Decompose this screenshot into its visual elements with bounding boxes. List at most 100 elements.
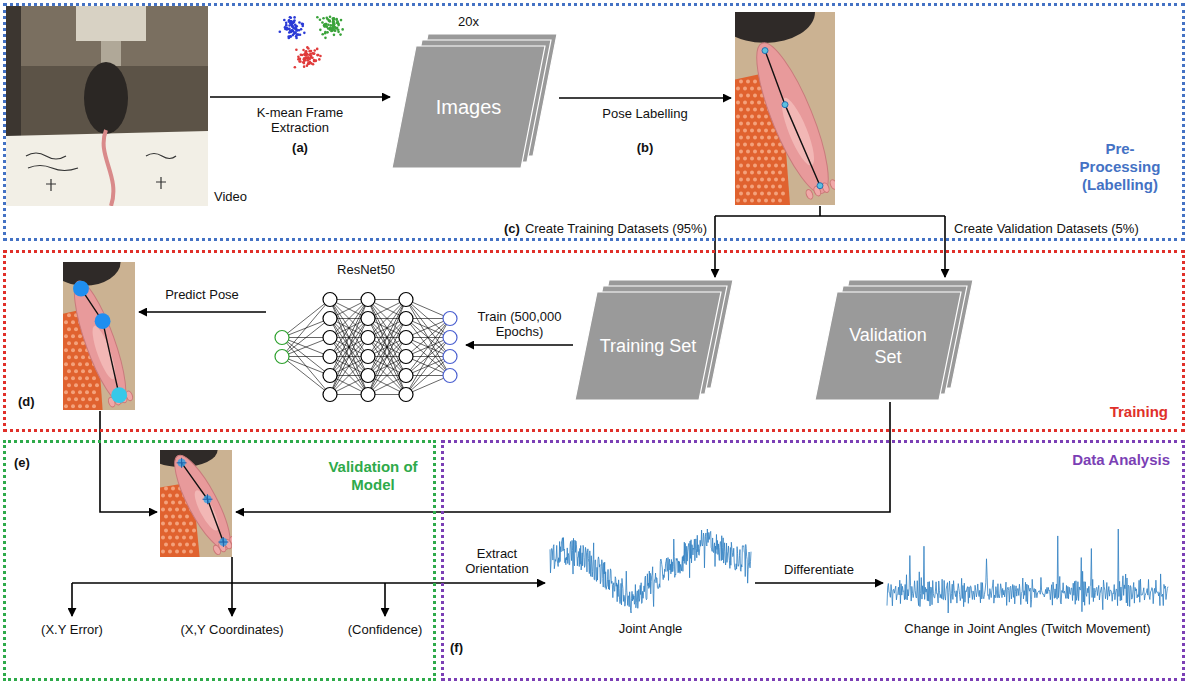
- signal-plot: [548, 525, 753, 617]
- floor-hole: [736, 128, 740, 132]
- scatter-point: [303, 53, 306, 56]
- region-heading: Training: [1110, 403, 1168, 420]
- floor-hole: [168, 522, 172, 526]
- flow-arrow: [231, 583, 233, 616]
- scatter-point: [329, 24, 332, 27]
- floor-hole: [164, 487, 168, 491]
- scatter-point: [296, 29, 299, 32]
- floor-hole: [736, 198, 740, 202]
- network-link: [368, 338, 406, 395]
- floor-hole: [161, 550, 165, 554]
- floor-hole: [753, 163, 757, 167]
- neuron: [399, 388, 413, 402]
- floor-hole: [64, 404, 68, 408]
- edge-label: K-mean Frame Extraction: [257, 105, 344, 135]
- network-link: [330, 338, 368, 395]
- floor-hole: [175, 550, 179, 554]
- neuron: [323, 388, 337, 402]
- floor-hole: [753, 121, 757, 125]
- stack-sheet: [392, 46, 545, 168]
- floor-hole: [771, 142, 775, 146]
- node-text: Change in Joint Angles (Twitch Movement): [904, 621, 1150, 636]
- floor-hole: [185, 543, 189, 547]
- floor-hole: [164, 515, 168, 519]
- scatter-point: [316, 54, 319, 57]
- floor-hole: [739, 177, 743, 181]
- floor-hole: [774, 135, 778, 139]
- floor-hole: [175, 536, 179, 540]
- floor-hole: [171, 529, 175, 533]
- floor-hole: [739, 93, 743, 97]
- scatter-point: [333, 23, 336, 26]
- floor-hole: [178, 529, 182, 533]
- floor-hole: [743, 100, 747, 104]
- floor-hole: [74, 355, 78, 359]
- floor-hole: [71, 376, 75, 380]
- network-link: [406, 319, 450, 376]
- paw-pad: [776, 94, 820, 168]
- neuron: [399, 331, 413, 345]
- floor-hole: [85, 390, 89, 394]
- scatter-point: [327, 23, 330, 26]
- scatter-point: [299, 33, 302, 36]
- edge-label-holder: Differentiate: [784, 562, 854, 577]
- keypoint: [111, 387, 127, 403]
- annotation-label: (X,Y Coordinates): [180, 622, 283, 637]
- flow-arrow: [466, 344, 573, 346]
- scatter-point: [288, 27, 291, 30]
- floor-hole: [750, 142, 754, 146]
- label-holder: Create Validation Datasets (5%): [954, 221, 1139, 236]
- dataset-stack: Validation Set: [815, 280, 973, 402]
- floor-hole: [164, 501, 168, 505]
- floor-hole: [764, 156, 768, 160]
- scatter-point: [291, 25, 294, 28]
- scatter-point: [304, 54, 307, 57]
- floor-hole: [88, 383, 92, 387]
- neuron: [443, 312, 457, 326]
- scatter-point: [312, 63, 315, 66]
- scatter-point: [292, 20, 295, 23]
- floor-hole: [85, 404, 89, 408]
- floor-hole: [74, 341, 78, 345]
- floor-hole: [88, 397, 92, 401]
- neuron: [361, 331, 375, 345]
- scatter-point: [324, 37, 327, 40]
- annotation-label: Pose Labelling: [602, 106, 687, 121]
- label-holder: (a): [292, 140, 308, 155]
- floor-hole: [161, 508, 165, 512]
- floor-hole: [189, 550, 193, 554]
- scatter-point: [305, 50, 308, 53]
- edge-label-holder: K-mean Frame Extraction: [250, 105, 350, 135]
- floor-hole: [753, 93, 757, 97]
- floor-hole: [171, 487, 175, 491]
- scatter-point: [299, 60, 302, 63]
- floor-hole: [757, 142, 761, 146]
- scatter-point: [308, 58, 311, 61]
- toe: [805, 189, 814, 201]
- floor-hole: [750, 170, 754, 174]
- node-text: Images: [436, 96, 502, 118]
- floor-hole: [164, 529, 168, 533]
- floor-hole: [736, 170, 740, 174]
- network-link: [368, 300, 406, 357]
- floor-hole: [175, 494, 179, 498]
- floor-hole: [760, 121, 764, 125]
- label-holder: (X.Y Error): [41, 622, 103, 637]
- floor-hole: [739, 121, 743, 125]
- network-link: [368, 338, 406, 395]
- neuron: [323, 331, 337, 345]
- scatter-point: [333, 34, 336, 37]
- label-holder: (X,Y Coordinates): [180, 622, 283, 637]
- split-line: [715, 206, 945, 216]
- floor-hole: [746, 121, 750, 125]
- label-holder: (e): [14, 455, 30, 470]
- floor-hole: [67, 397, 71, 401]
- neuron: [361, 388, 375, 402]
- panel-letter: (f): [450, 640, 463, 655]
- dataset-stack: Training Set: [575, 280, 733, 402]
- neuron: [361, 312, 375, 326]
- floor-hole: [74, 369, 78, 373]
- scatter-point: [303, 57, 306, 60]
- floor-hole: [81, 383, 85, 387]
- scatter-point: [316, 16, 319, 19]
